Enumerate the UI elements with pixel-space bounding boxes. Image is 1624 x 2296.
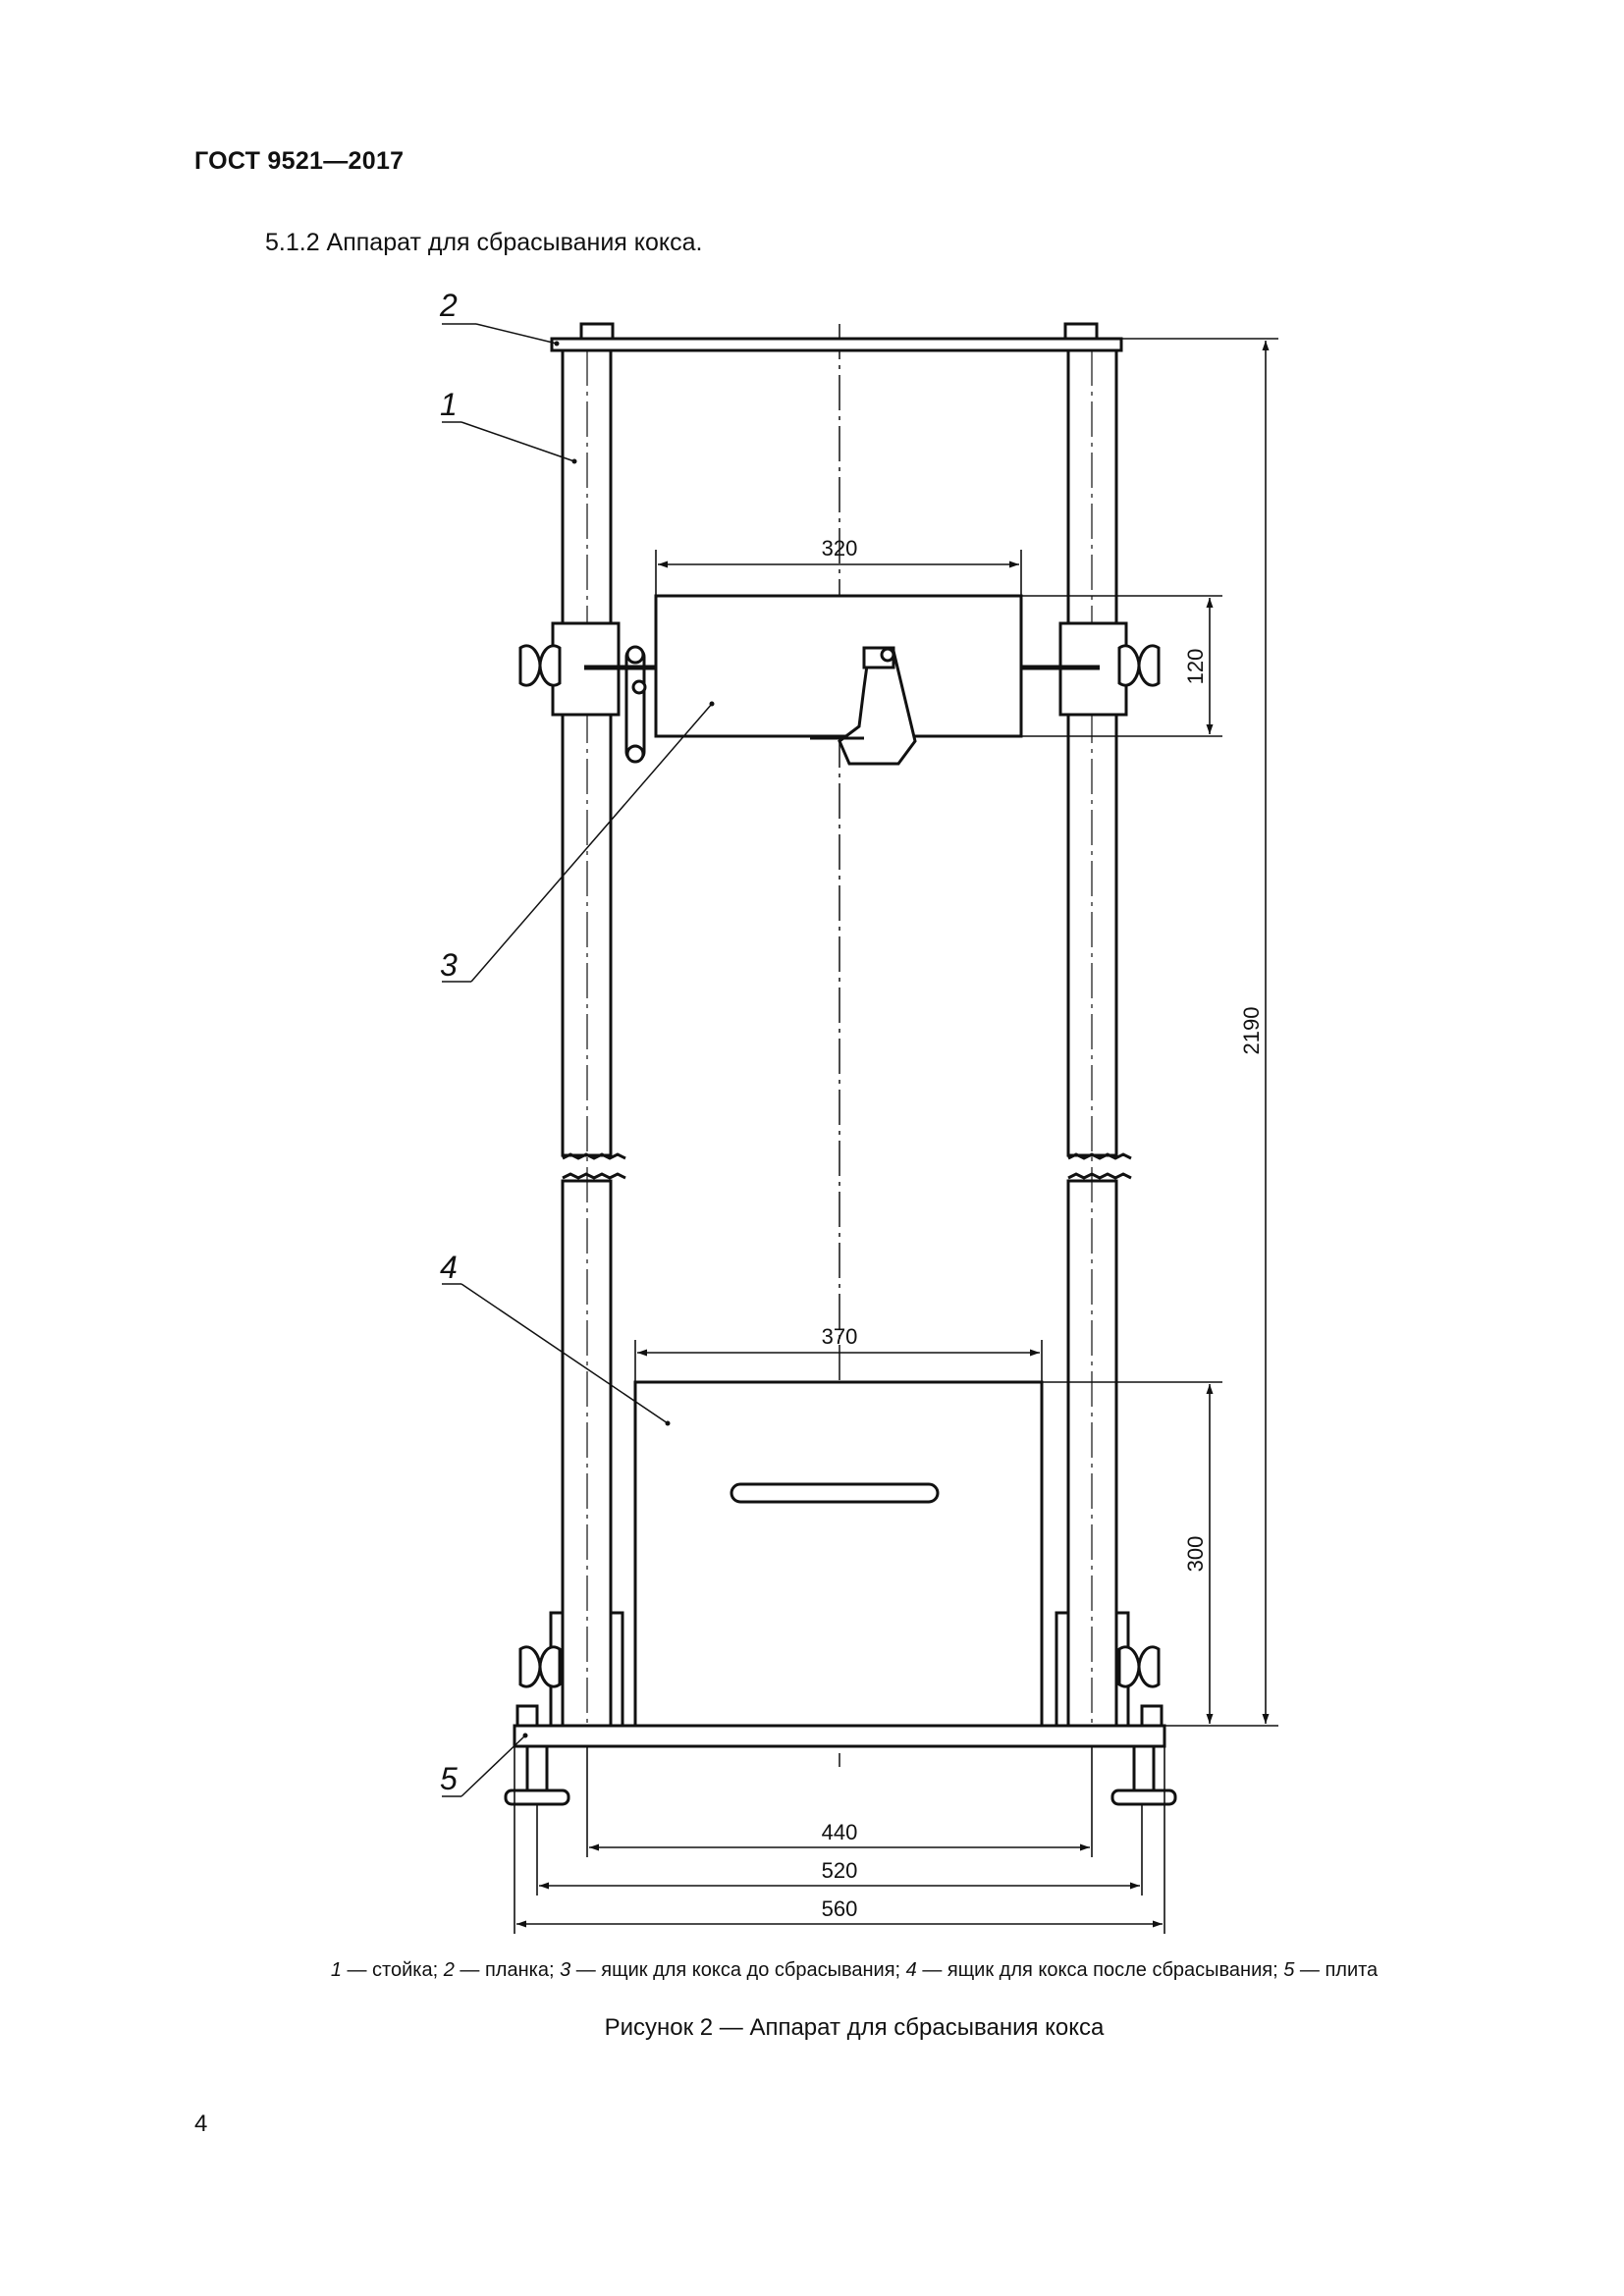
dim-320: 320 [822, 536, 858, 561]
dim-120: 120 [1183, 649, 1208, 685]
right-post [1066, 348, 1132, 1728]
figure-caption: Рисунок 2 — Аппарат для сбрасывания кокс… [604, 2014, 1105, 2041]
dim-440: 440 [822, 1820, 858, 1844]
lower-clamp-left [518, 1611, 624, 1728]
upper-box [654, 594, 1023, 766]
dim-300: 300 [1183, 1536, 1208, 1573]
page-number: 4 [194, 2110, 208, 2137]
callout-4: 4 [440, 1250, 458, 1285]
top-bar [550, 322, 1123, 352]
lower-clamp-right [1055, 1611, 1161, 1728]
dim-520: 520 [822, 1858, 858, 1883]
callout-1: 1 [440, 387, 458, 422]
lower-box [633, 1380, 1044, 1728]
dimension-lines [514, 338, 1278, 1934]
section-heading: 5.1.2 Аппарат для сбрасывания кокса. [265, 229, 703, 256]
dim-370: 370 [822, 1324, 858, 1349]
dim-560: 560 [822, 1896, 858, 1921]
left-post [561, 348, 626, 1728]
hinge-latch [624, 645, 647, 764]
figure-legend: 1 — стойка; 2 — планка; 3 — ящик для кок… [330, 1959, 1379, 1981]
dim-2190: 2190 [1239, 1007, 1264, 1055]
callout-5: 5 [440, 1761, 458, 1796]
document-header: ГОСТ 9521—2017 [194, 147, 405, 175]
callout-2: 2 [439, 288, 458, 323]
leveling-feet [504, 1744, 1177, 1806]
base-plate [513, 1704, 1166, 1748]
callout-3: 3 [440, 947, 458, 983]
leader-lines [442, 323, 713, 1797]
